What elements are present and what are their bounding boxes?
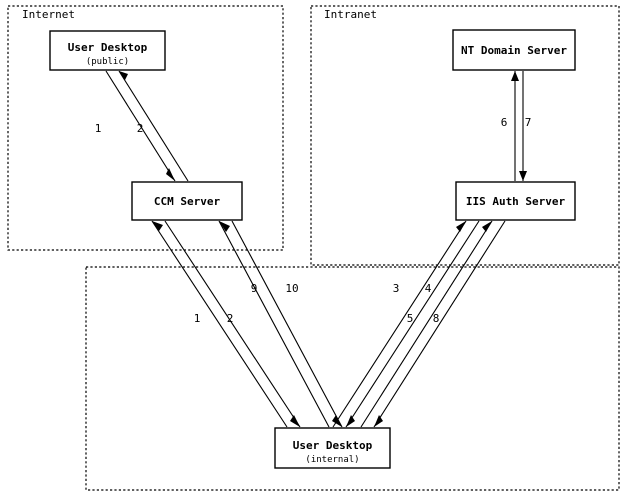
edge-label-1-public: 1 <box>95 122 102 135</box>
edge-label-10: 10 <box>285 282 298 295</box>
node-box-user-desktop-internal[interactable] <box>274 427 391 469</box>
flow-line-1-public <box>105 70 176 182</box>
node-box-user-desktop-public[interactable] <box>49 30 166 71</box>
edge-label-4: 4 <box>425 282 432 295</box>
node-title-ccm-server: CCM Server <box>154 195 221 208</box>
arrow-head-2-public <box>119 71 128 80</box>
node-title-user-desktop-internal: User Desktop <box>293 439 373 452</box>
flow-line-2-internal <box>164 220 301 428</box>
node-box-nt-domain-server[interactable] <box>452 29 576 71</box>
arrow-head-5 <box>482 221 492 232</box>
node-iis-auth-server[interactable]: IIS Auth Server <box>455 181 576 221</box>
zone-internal-boundary <box>85 266 620 491</box>
arrow-head-4 <box>346 415 355 427</box>
edge-label-8: 8 <box>433 312 440 325</box>
node-nt-domain-server[interactable]: NT Domain Server <box>452 29 576 71</box>
edge-label-1-internal: 1 <box>194 312 201 325</box>
arrow-head-2-internal <box>290 415 300 427</box>
arrow-head-1-internal <box>152 221 163 231</box>
edge-label-2-internal: 2 <box>227 312 234 325</box>
node-box-iis-auth-server[interactable] <box>455 181 576 221</box>
node-title-nt-domain-server: NT Domain Server <box>461 44 567 57</box>
arrow-head-1-public <box>166 168 175 181</box>
flow-lines-group <box>105 70 527 428</box>
zone-label-internet: Internet <box>22 8 75 21</box>
arrow-head-7 <box>519 171 527 181</box>
node-title-user-desktop-public: User Desktop <box>68 41 148 54</box>
node-user-desktop-public[interactable]: User Desktop (public) <box>49 30 166 71</box>
arrow-head-9 <box>219 221 230 232</box>
flow-line-10 <box>231 220 343 428</box>
node-subtitle-user-desktop-internal: (internal) <box>305 455 359 465</box>
edge-label-6: 6 <box>501 116 508 129</box>
flow-line-9 <box>218 220 330 428</box>
flow-line-4 <box>345 220 480 428</box>
node-ccm-server[interactable]: CCM Server <box>131 181 243 221</box>
zone-label-intranet: Intranet <box>324 8 377 21</box>
edge-label-5: 5 <box>407 312 414 325</box>
edge-label-7: 7 <box>525 116 532 129</box>
flow-line-3 <box>332 220 467 428</box>
edge-label-9: 9 <box>251 282 258 295</box>
flow-line-1-internal <box>151 220 288 428</box>
edge-labels-group: 1 2 1 2 9 10 3 4 5 8 6 7 <box>95 116 532 325</box>
node-user-desktop-internal[interactable]: User Desktop (internal) <box>274 427 391 469</box>
flow-line-8 <box>373 220 506 428</box>
arrow-head-3 <box>456 221 466 232</box>
flow-line-2-public <box>118 70 189 182</box>
node-box-ccm-server[interactable] <box>131 181 243 221</box>
flow-line-5 <box>360 220 493 428</box>
node-subtitle-user-desktop-public: (public) <box>86 57 129 67</box>
zone-intranet-boundary <box>310 5 620 266</box>
edge-label-3: 3 <box>393 282 400 295</box>
zone-internet-boundary <box>7 5 284 251</box>
edge-label-2-public: 2 <box>137 122 144 135</box>
arrow-head-8 <box>374 415 383 427</box>
arrow-head-6 <box>511 71 519 81</box>
node-title-iis-auth-server: IIS Auth Server <box>466 195 566 208</box>
